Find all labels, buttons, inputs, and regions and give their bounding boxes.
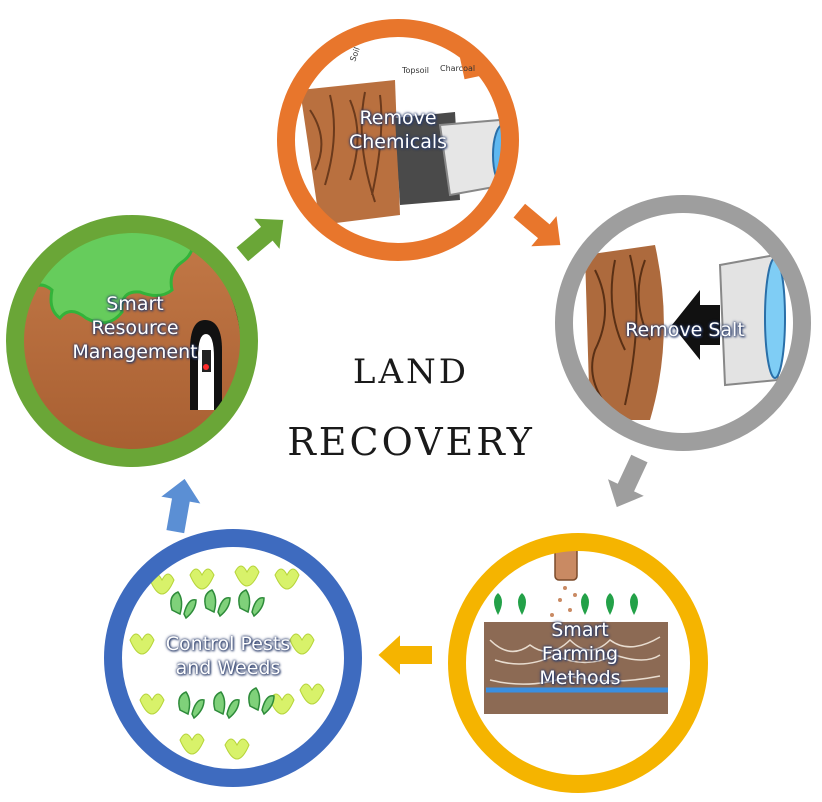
step-smart-resource-management: [6, 215, 258, 467]
title-land: LAND: [352, 352, 470, 392]
arrow-pests-to-resource: [156, 475, 205, 536]
arrow-chemicals-to-salt: [510, 200, 563, 249]
step-remove-chemicals: Soil Topsoil Charcoal: [277, 19, 519, 261]
label-charcoal: Charcoal: [440, 64, 475, 73]
label-smart-farming-methods: Smart Farming Methods: [539, 619, 621, 689]
step-control-pests-and-weeds: [104, 529, 362, 787]
arrow-farming-to-pests: [375, 630, 434, 680]
step-remove-salt: [555, 195, 811, 451]
ring-control-pests-and-weeds: [104, 529, 362, 787]
title-recovery: RECOVERY: [287, 420, 535, 464]
ring-remove-chemicals: [277, 19, 519, 261]
ring-smart-farming-methods: [448, 533, 708, 793]
ring-remove-salt: [555, 195, 811, 451]
arrow-salt-to-farming: [604, 452, 651, 510]
ring-smart-resource-management: [6, 215, 258, 467]
arrow-resource-to-chemicals: [233, 216, 286, 265]
label-remove-chemicals: Remove Chemicals: [348, 107, 448, 153]
step-smart-farming-methods: [448, 533, 708, 793]
label-topsoil: Topsoil: [401, 66, 429, 75]
label-control-pests-and-weeds: Control Pests and Weeds: [165, 633, 291, 679]
label-remove-salt: Remove Salt: [625, 319, 745, 341]
label-smart-resource-management: Smart Resource Management: [72, 293, 198, 363]
